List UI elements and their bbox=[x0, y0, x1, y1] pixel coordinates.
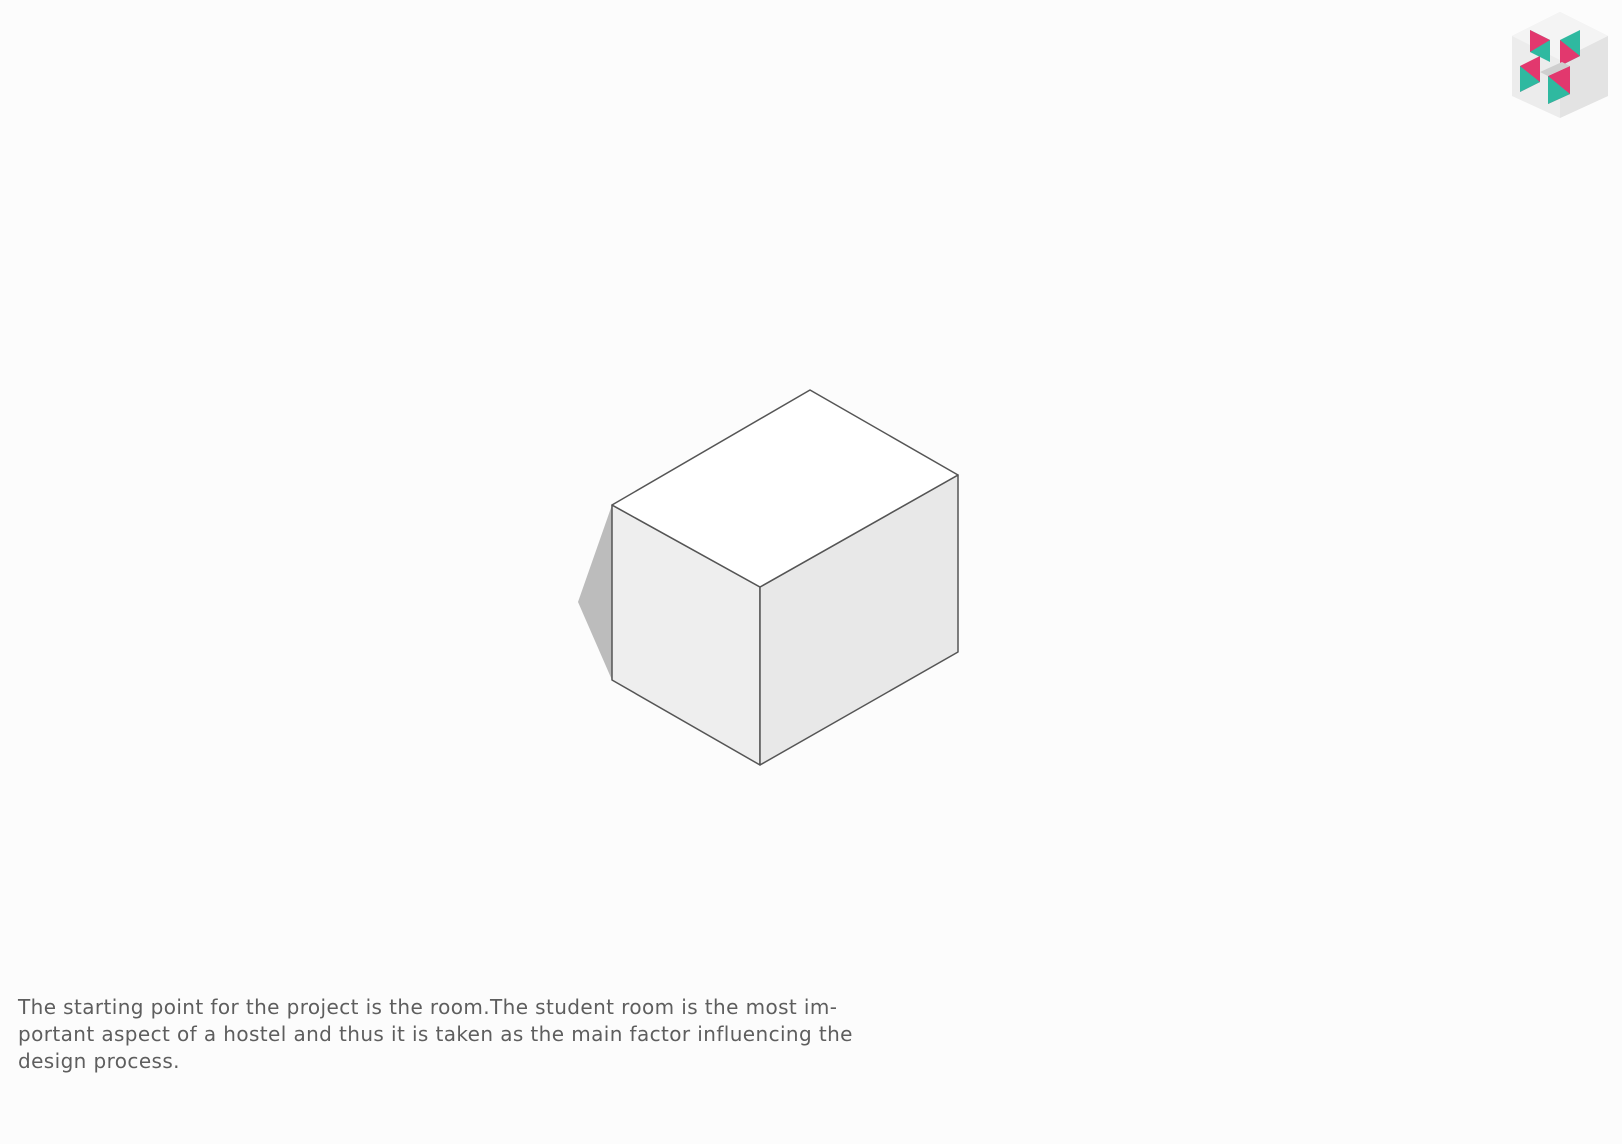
caption-line: The starting point for the project is th… bbox=[18, 995, 838, 1019]
project-description: The starting point for the project is th… bbox=[18, 994, 858, 1075]
caption-line: design process. bbox=[18, 1049, 180, 1073]
isometric-room-box-icon bbox=[560, 380, 1020, 800]
hostel-logo-icon bbox=[1500, 10, 1620, 120]
caption-line: portant aspect of a hostel and thus it i… bbox=[18, 1022, 853, 1046]
